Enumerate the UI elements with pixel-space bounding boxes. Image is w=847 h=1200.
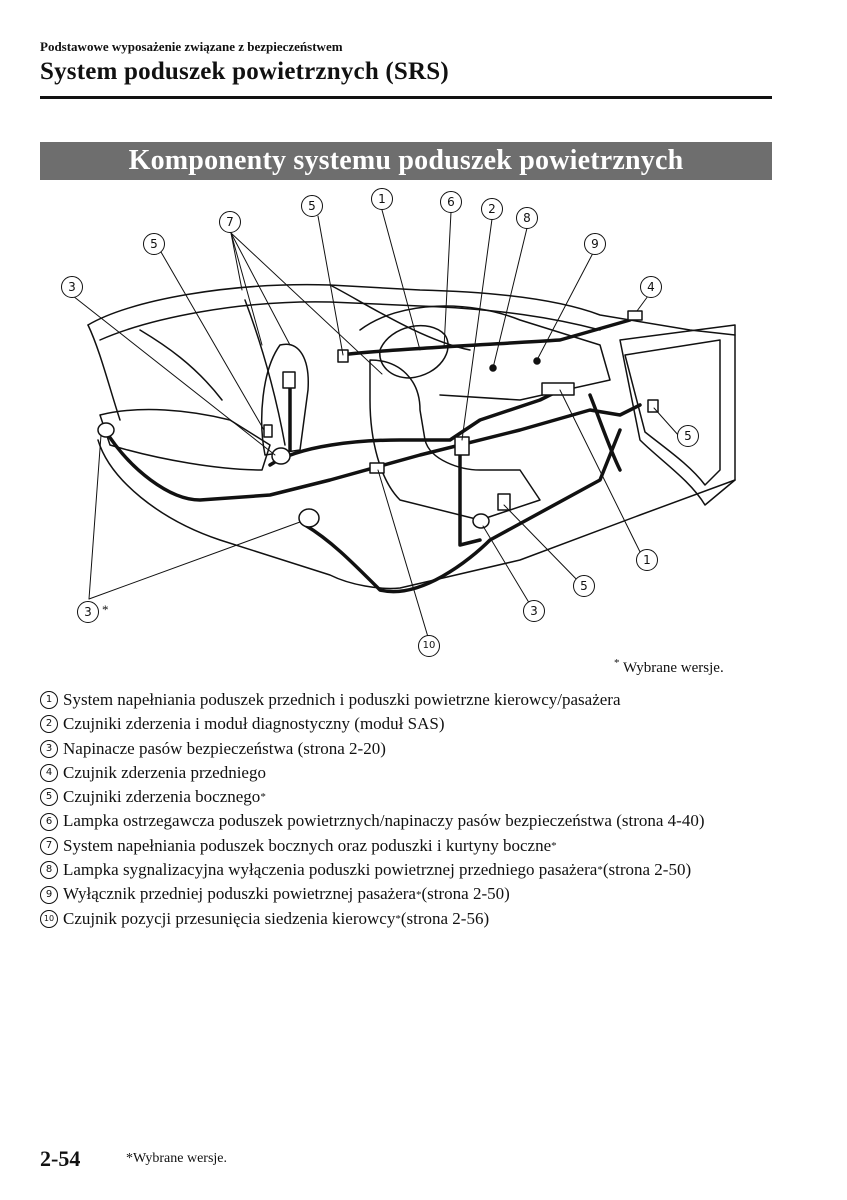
legend-item: 8 Lampka sygnalizacyjna wyłączenia podusz… bbox=[40, 858, 704, 882]
switch-dot bbox=[533, 357, 541, 365]
note-text: Wybrane wersje. bbox=[619, 660, 724, 676]
legend-text: Czujnik pozycji przesunięcia siedzenia k… bbox=[63, 908, 396, 928]
driver-seat bbox=[261, 343, 309, 456]
callout-2: 2 bbox=[481, 198, 503, 220]
legend-page-ref: (strona 2-50) bbox=[602, 860, 692, 880]
legend-item: 4 Czujnik zderzenia przedniego bbox=[40, 761, 704, 785]
wiring-harness-5 bbox=[458, 393, 622, 547]
callout-7: 7 bbox=[219, 211, 241, 233]
car-floor bbox=[97, 439, 736, 590]
callout-3: 3 bbox=[61, 276, 83, 298]
pretensioner bbox=[97, 422, 115, 438]
door-inner bbox=[624, 339, 721, 486]
legend-item: 7 System napełniania poduszek bocznych or… bbox=[40, 834, 704, 858]
sensor-box bbox=[627, 310, 643, 321]
note-star: * bbox=[614, 657, 620, 669]
sensor-box bbox=[647, 399, 659, 413]
legend-text: Wyłącznik przedniej poduszki powietrznej… bbox=[63, 884, 416, 904]
callout-5: 5 bbox=[143, 233, 165, 255]
legend-number: 5 bbox=[40, 788, 58, 807]
legend-item: 9 Wyłącznik przedniej poduszki powietrzne… bbox=[40, 882, 704, 906]
legend-text: Czujnik zderzenia przedniego bbox=[63, 762, 266, 782]
sensor-box bbox=[497, 493, 511, 511]
door-frame bbox=[619, 324, 736, 506]
front-seat bbox=[369, 359, 541, 521]
a-pillar bbox=[329, 284, 471, 351]
rear-window bbox=[87, 324, 121, 421]
pretensioner bbox=[271, 447, 291, 465]
legend-text: Lampka sygnalizacyjna wyłączenia poduszk… bbox=[63, 860, 598, 880]
legend-item: 2 Czujniki zderzenia i moduł diagnostyczn… bbox=[40, 712, 704, 736]
legend-text: System napełniania poduszek przednich i … bbox=[63, 690, 621, 709]
legend-number: 8 bbox=[40, 861, 58, 880]
legend-number: 3 bbox=[40, 739, 58, 758]
callout-3: 3 bbox=[523, 600, 545, 622]
leader-lines bbox=[72, 209, 680, 638]
callout-5: 5 bbox=[573, 575, 595, 597]
sensor-box bbox=[541, 382, 575, 396]
callout-5: 5 bbox=[301, 195, 323, 217]
pretensioner bbox=[472, 513, 490, 529]
pretensioner bbox=[298, 508, 320, 528]
legend-text: Napinacze pasów bezpieczeństwa (strona 2… bbox=[63, 738, 386, 758]
section-small-title: Podstawowe wyposażenie związane z bezpie… bbox=[40, 39, 343, 54]
legend-item: 6 Lampka ostrzegawcza poduszek powietrzny… bbox=[40, 809, 704, 833]
legend-number: 7 bbox=[40, 836, 58, 855]
title-rule bbox=[40, 96, 772, 99]
legend-page-ref: (strona 2-50) bbox=[421, 884, 510, 904]
callout-10: 10 bbox=[418, 635, 440, 657]
section-title: System poduszek powietrznych (SRS) bbox=[40, 58, 449, 85]
legend-item: 10 Czujnik pozycji przesunięcia siedzenia… bbox=[40, 907, 704, 931]
sensor-box bbox=[263, 424, 273, 438]
wiring-harness-2 bbox=[268, 388, 562, 467]
legend-text: Czujniki zderzenia bocznego bbox=[63, 787, 261, 807]
legend-number: 10 bbox=[40, 909, 58, 928]
callout-5: 5 bbox=[677, 425, 699, 447]
steering-wheel bbox=[379, 324, 449, 379]
legend-page-ref: (strona 2-56) bbox=[400, 908, 490, 928]
component-legend: 1 System napełniania poduszek przednich i… bbox=[40, 688, 704, 931]
legend-item: 1 System napełniania poduszek przednich i… bbox=[40, 688, 704, 712]
wiring-harness bbox=[103, 403, 642, 502]
rear-bench bbox=[99, 408, 271, 471]
components-banner: Komponenty systemu poduszek powietrznych bbox=[40, 142, 772, 180]
callout-1: 1 bbox=[371, 188, 393, 210]
legend-number: 4 bbox=[40, 764, 58, 783]
callout-8: 8 bbox=[516, 207, 538, 229]
car-roof-outline bbox=[87, 283, 736, 336]
c-pillar bbox=[139, 329, 223, 401]
callout-4: 4 bbox=[640, 276, 662, 298]
callout-asterisk: * bbox=[102, 602, 109, 617]
car-roof-inner bbox=[99, 301, 601, 341]
sensor-box bbox=[369, 462, 385, 474]
wiring-harness-3 bbox=[303, 428, 622, 594]
callout-1: 1 bbox=[636, 549, 658, 571]
legend-number: 9 bbox=[40, 885, 58, 904]
sensor-box bbox=[282, 371, 296, 389]
page-number: 2-54 bbox=[40, 1146, 81, 1171]
wiring-harness-4 bbox=[288, 318, 632, 452]
callout-3: 3 bbox=[77, 601, 99, 623]
legend-text: Lampka ostrzegawcza poduszek powietrznyc… bbox=[63, 811, 705, 831]
footnote: *Wybrane wersje. bbox=[126, 1151, 228, 1166]
callout-9: 9 bbox=[584, 233, 606, 255]
b-pillar bbox=[244, 299, 286, 446]
legend-item: 3 Napinacze pasów bezpieczeństwa (strona … bbox=[40, 737, 704, 761]
legend-number: 6 bbox=[40, 812, 58, 831]
callout-6: 6 bbox=[440, 191, 462, 213]
banner-title: Komponenty systemu poduszek powietrznych bbox=[128, 145, 684, 176]
legend-number: 2 bbox=[40, 715, 58, 734]
legend-text: System napełniania poduszek bocznych ora… bbox=[63, 835, 552, 855]
sensor-box bbox=[337, 349, 349, 363]
legend-text: Czujniki zderzenia i moduł diagnostyczny… bbox=[63, 714, 445, 734]
legend-number: 1 bbox=[40, 691, 58, 710]
selected-versions-note: * Wybrane wersje. bbox=[614, 657, 724, 677]
